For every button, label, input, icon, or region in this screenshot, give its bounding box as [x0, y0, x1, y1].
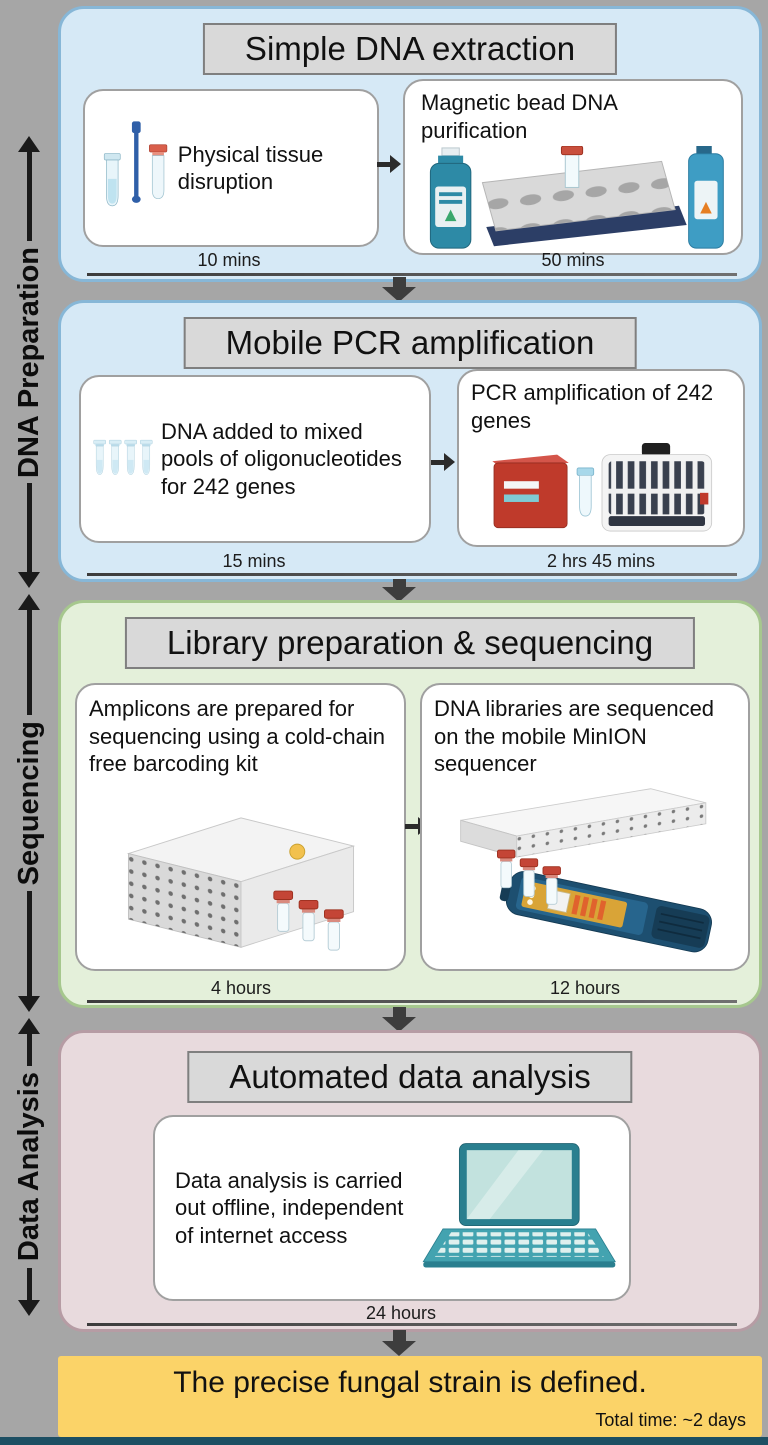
arrow-down-icon: [382, 277, 416, 302]
panel-pcr-amplification: Mobile PCR amplification: [58, 300, 762, 582]
rail-label-data-analysis: Data Analysis: [12, 1072, 45, 1262]
time-label: 15 mins: [222, 551, 286, 571]
timeline-bar: [87, 1000, 737, 1003]
bottom-bar: [0, 1437, 768, 1445]
panel-title: Library preparation & sequencing: [124, 617, 696, 669]
panel-data-analysis: Automated data analysis Data analysis is…: [58, 1030, 762, 1332]
mobile-pcr-machine-illustration: [492, 442, 713, 532]
arrow-down-icon: [382, 579, 416, 602]
rail-label-sequencing: Sequencing: [12, 720, 45, 886]
step-physical-disruption: Physical tissue disruption: [83, 89, 379, 247]
step-pcr-run: PCR amplification of 242 genes: [457, 369, 745, 547]
step-offline-analysis: Data analysis is carried out offline, in…: [153, 1115, 631, 1301]
time-label: 50 mins: [541, 250, 605, 270]
step-bead-purification: Magnetic bead DNA purification: [403, 79, 743, 255]
timeline-bar: [87, 1323, 737, 1326]
timeline-bar: [87, 573, 737, 576]
arrow-down-icon: [382, 1330, 416, 1356]
panel-title: Mobile PCR amplification: [183, 317, 637, 369]
panel-library-sequencing: Library preparation & sequencing Amplico…: [58, 600, 762, 1008]
rail-label-dna-preparation: DNA Preparation: [12, 246, 45, 478]
rail-section-dna-preparation: DNA Preparation: [4, 136, 54, 588]
step-text: DNA libraries are sequenced on the mobil…: [434, 696, 715, 776]
step-text: Data analysis is carried out offline, in…: [175, 1167, 404, 1248]
minion-sequencer-illustration: [460, 787, 712, 952]
arrow-right-icon: [431, 453, 455, 471]
time-label: 10 mins: [197, 250, 261, 270]
total-time-label: Total time: ~2 days: [595, 1410, 746, 1430]
rail-section-sequencing: Sequencing: [4, 594, 54, 1013]
arrow-down-icon: [4, 891, 54, 1013]
rail-section-data-analysis: Data Analysis: [4, 1018, 54, 1316]
arrow-right-icon: [377, 155, 401, 173]
step-text: Physical tissue disruption: [177, 141, 324, 195]
arrow-down-icon: [382, 1007, 416, 1032]
step-barcoding: Amplicons are prepared for sequencing us…: [75, 683, 406, 971]
timeline-bar: [87, 273, 737, 276]
arrow-up-icon: [4, 136, 54, 241]
tubes-and-pestle-illustration: [103, 121, 168, 207]
arrow-down-icon: [4, 1267, 54, 1316]
time-label: 4 hours: [210, 978, 272, 998]
panel-title: Automated data analysis: [187, 1051, 633, 1103]
panel-dna-extraction: Simple DNA extraction Physical tissue di…: [58, 6, 762, 282]
result-text: The precise fungal strain is defined.: [173, 1366, 647, 1399]
arrow-up-icon: [4, 594, 54, 715]
time-label: 2 hrs 45 mins: [546, 551, 656, 571]
step-minion-sequencing: DNA libraries are sequenced on the mobil…: [420, 683, 750, 971]
arrow-up-icon: [4, 1018, 54, 1067]
panel-title: Simple DNA extraction: [202, 23, 618, 75]
laptop-illustration: [422, 1143, 617, 1268]
result-banner: The precise fungal strain is defined. To…: [58, 1356, 762, 1437]
step-text: Magnetic bead DNA purification: [421, 90, 617, 143]
magnetic-bead-rack-illustration: [429, 146, 724, 249]
time-label: 12 hours: [549, 978, 621, 998]
pcr-tube-strip-illustration: [93, 439, 153, 475]
time-label: 24 hours: [365, 1303, 437, 1323]
barcoding-kit-illustration: [126, 816, 355, 951]
step-oligo-pools: DNA added to mixed pools of oligonucleot…: [79, 375, 431, 543]
step-text: DNA added to mixed pools of oligonucleot…: [160, 418, 402, 499]
step-text: PCR amplification of 242 genes: [471, 380, 714, 433]
arrow-down-icon: [4, 483, 54, 588]
step-text: Amplicons are prepared for sequencing us…: [89, 696, 385, 776]
